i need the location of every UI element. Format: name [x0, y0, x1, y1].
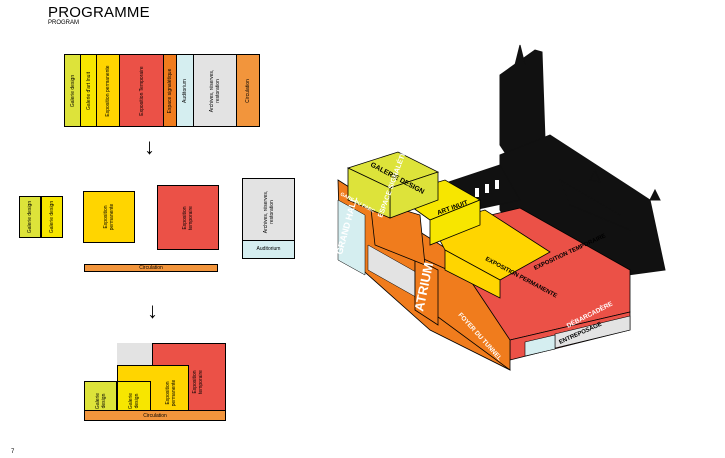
group-design-a-label: Galerie design	[27, 200, 33, 234]
bar-archives-label: Archives, réserves, restoration	[209, 69, 221, 112]
group-circulation: Circulation	[84, 264, 218, 272]
stack-circulation-label: Circulation	[143, 413, 167, 419]
program-bar: Galerie design Galerie d'art Inuit Expos…	[64, 54, 260, 127]
group-archives-label: Archives, réserves, restoration	[262, 190, 275, 234]
bar-expo-permanente: Exposition permanente	[97, 55, 120, 126]
church-windows	[475, 180, 499, 197]
stack-expo-permanente-label: Exposition permanente	[164, 379, 177, 407]
group-design-a: Galerie design	[19, 196, 41, 238]
bar-galerie-design-label: Galerie design	[69, 74, 76, 107]
galerie-design-front	[347, 167, 391, 219]
group-design-b-label: Galerie design	[49, 200, 55, 234]
stack-circulation: Circulation	[84, 410, 226, 421]
stack-expo-temporaire-label: Exposition temporaire	[191, 370, 204, 394]
group-circulation-label: Circulation	[139, 265, 163, 271]
group-expo-temporaire: Exposition temporaire	[157, 185, 219, 250]
atrium-block	[414, 257, 439, 326]
cyan-band	[524, 334, 556, 357]
bar-galerie-inuit-label: Galerie d'art Inuit	[85, 71, 92, 110]
group-auditorium: Auditorium	[242, 240, 295, 259]
bar-auditorium-label: Auditorium	[182, 78, 188, 103]
bar-circulation: Circulation	[237, 55, 259, 126]
bar-expo-permanente-label: Exposition permanente	[105, 64, 111, 117]
stack-grey-block	[117, 343, 153, 367]
page-title: PROGRAMME	[48, 4, 150, 21]
bar-circulation-label: Circulation	[245, 78, 251, 103]
group-auditorium-label: Auditorium	[256, 246, 281, 252]
bar-expo-temporaire: Exposition Temporaire	[120, 55, 164, 126]
page-subtitle: PROGRAM	[48, 20, 80, 26]
bar-auditorium: Auditorium	[177, 55, 194, 126]
group-expo-temporaire-label: Exposition temporaire	[182, 205, 194, 230]
art-inuit-side	[429, 199, 481, 246]
bar-galerie-design: Galerie design	[65, 55, 81, 126]
bar-archives: Archives, réserves, restoration	[194, 55, 237, 126]
grand-hall-face	[337, 199, 366, 276]
group-expo-permanente: Exposition permanente	[83, 191, 135, 243]
down-arrow-icon: ↓	[144, 134, 155, 159]
axonometric-building: GALERIE DESIGN ART INUIT ESPACE SIGNALÉT…	[334, 44, 666, 371]
group-expo-permanente-label: Exposition permanente	[103, 203, 115, 231]
bar-espace-signaletique: Espace signalétique	[164, 55, 177, 126]
expo-permanente-side	[444, 249, 501, 299]
bar-espace-signaletique-label: Espace signalétique	[167, 68, 173, 113]
bar-galerie-inuit: Galerie d'art Inuit	[81, 55, 97, 126]
down-arrow-icon: ↓	[147, 298, 158, 323]
bar-expo-temporaire-label: Exposition Temporaire	[138, 65, 145, 116]
page-number: 7	[11, 449, 15, 455]
group-design-b: Galerie design	[41, 196, 63, 238]
